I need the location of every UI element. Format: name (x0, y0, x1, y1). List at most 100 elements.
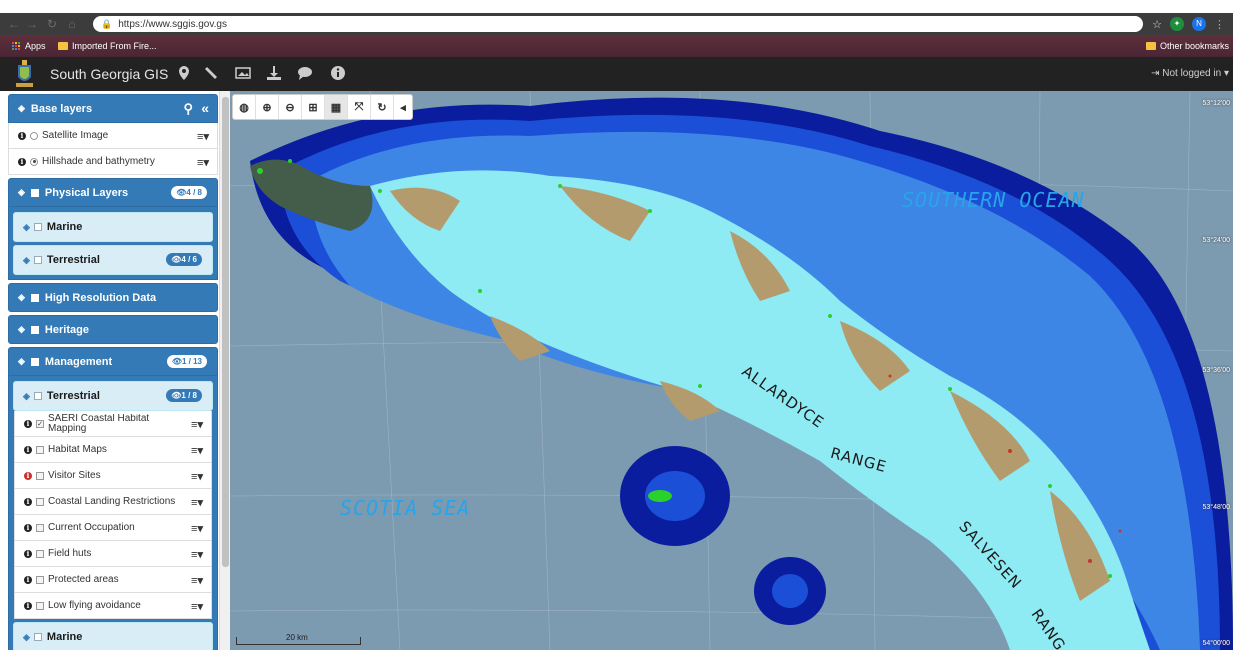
group-checkbox[interactable] (33, 392, 42, 400)
back-icon[interactable]: ← (8, 17, 20, 31)
layer-row[interactable]: i Habitat Maps ≡▾ (14, 437, 212, 463)
login-label: Not logged in (1162, 68, 1222, 79)
map-canvas[interactable] (230, 91, 1233, 650)
layer-checkbox[interactable] (36, 575, 44, 584)
layer-menu-icon[interactable]: ≡▾ (191, 601, 203, 613)
reload-icon[interactable]: ↻ (46, 17, 58, 31)
group-checkbox[interactable] (33, 633, 42, 641)
comment-icon[interactable] (297, 65, 313, 81)
app-navbar: South Georgia GIS ⇥ Not logged in ▾ (0, 57, 1233, 91)
layer-menu-icon[interactable]: ≡▾ (191, 549, 203, 561)
map-view[interactable]: ◍ ⊕ ⊖ ⊞ ▦ ⤧ ↻ ◂ SOUTHERN OCEAN SCOTIA SE… (230, 91, 1233, 650)
layer-checkbox[interactable] (36, 445, 44, 454)
physical-layers-header[interactable]: ◈ Physical Layers 👁4 / 8 (8, 178, 218, 207)
refresh-icon[interactable]: ↻ (371, 95, 394, 119)
bookmark-apps[interactable]: Apps (12, 38, 46, 54)
layer-radio[interactable] (30, 131, 38, 140)
layer-checkbox[interactable] (36, 523, 44, 532)
url-field[interactable]: 🔒https://www.sggis.gov.gs (93, 16, 1143, 32)
physical-marine-header[interactable]: ◈ Marine (13, 212, 213, 242)
globe-icon[interactable]: ◍ (233, 95, 256, 119)
graticule-toggle-icon[interactable]: ▦ (325, 95, 348, 119)
map-marker-icon[interactable] (176, 65, 192, 81)
coat-of-arms-logo[interactable] (15, 59, 34, 89)
star-icon[interactable]: ☆ (1152, 18, 1162, 31)
layer-row[interactable]: i ✓ SAERI Coastal Habitat Mapping ≡▾ (14, 411, 212, 437)
base-layer-row[interactable]: i Satellite Image ≡▾ (8, 123, 218, 149)
layer-checkbox[interactable] (36, 471, 44, 480)
zoom-out-icon[interactable]: ⊖ (279, 95, 302, 119)
zoom-box-icon[interactable]: ⊞ (302, 95, 325, 119)
info-icon[interactable]: i (24, 601, 32, 610)
layer-menu-icon[interactable]: ≡▾ (191, 575, 203, 587)
fullscreen-icon[interactable]: ⤧ (348, 95, 371, 119)
latitude-label: 53°24'00 (1202, 237, 1231, 244)
latitude-label: 53°12'00 (1202, 100, 1231, 107)
image-icon[interactable] (235, 65, 251, 81)
layer-menu-icon[interactable]: ≡▾ (191, 497, 203, 509)
download-icon[interactable] (266, 65, 282, 81)
layer-menu-icon[interactable]: ≡▾ (191, 445, 203, 457)
layer-row[interactable]: i Low flying avoidance ≡▾ (14, 593, 212, 619)
forward-icon[interactable]: → (26, 17, 38, 31)
login-menu[interactable]: ⇥ Not logged in ▾ (1151, 68, 1229, 79)
layer-checkbox[interactable] (36, 601, 44, 610)
measure-ruler-icon[interactable] (203, 65, 219, 81)
zoom-in-icon[interactable]: ⊕ (256, 95, 279, 119)
layer-menu-icon[interactable]: ≡▾ (191, 419, 203, 431)
info-icon[interactable] (330, 65, 346, 81)
group-checkbox[interactable] (30, 325, 39, 334)
home-icon[interactable]: ⌂ (68, 17, 76, 31)
layer-row[interactable]: i Protected areas ≡▾ (14, 567, 212, 593)
management-terrestrial-header[interactable]: ◈ Terrestrial 👁1 / 8 (13, 381, 213, 411)
info-icon[interactable]: i (24, 471, 32, 480)
info-icon[interactable]: i (24, 549, 32, 558)
lock-icon: 🔒 (101, 19, 113, 29)
info-icon[interactable]: i (24, 445, 32, 454)
layer-row[interactable]: i Visitor Sites ≡▾ (14, 463, 212, 489)
layer-menu-icon[interactable]: ≡▾ (191, 471, 203, 483)
group-checkbox[interactable] (33, 223, 42, 231)
heritage-header[interactable]: ◈ Heritage (8, 315, 218, 344)
sidebar-scrollbar[interactable] (219, 91, 230, 650)
caret-down-icon: ▾ (1221, 68, 1229, 79)
group-checkbox[interactable] (30, 188, 39, 197)
group-checkbox[interactable] (33, 256, 42, 264)
app-title[interactable]: South Georgia GIS (50, 66, 169, 82)
layer-menu-icon[interactable]: ≡▾ (197, 131, 209, 143)
layer-row[interactable]: i Coastal Landing Restrictions ≡▾ (14, 489, 212, 515)
bookmark-other[interactable]: Other bookmarks (1145, 38, 1229, 54)
base-layer-row[interactable]: i Hillshade and bathymetry ≡▾ (8, 149, 218, 175)
layer-row[interactable]: i Field huts ≡▾ (14, 541, 212, 567)
management-header[interactable]: ◈ Management 👁1 / 13 (8, 347, 218, 376)
bookmark-imported-label: Imported From Fire... (72, 41, 157, 51)
layer-row[interactable]: i Current Occupation ≡▾ (14, 515, 212, 541)
layer-checkbox[interactable] (36, 497, 44, 506)
layer-checkbox[interactable]: ✓ (36, 419, 44, 428)
management-marine-header[interactable]: ◈ Marine (13, 622, 213, 650)
info-icon[interactable]: i (24, 575, 32, 584)
physical-terrestrial-header[interactable]: ◈ Terrestrial 👁4 / 6 (13, 245, 213, 275)
collapse-icon[interactable]: « (201, 100, 209, 116)
info-icon[interactable]: i (24, 419, 32, 428)
base-layers-header[interactable]: ◈ Base layers ⚲ « (8, 94, 218, 123)
scrollbar-thumb[interactable] (222, 97, 229, 567)
search-icon[interactable]: ⚲ (183, 101, 193, 116)
info-icon[interactable]: i (18, 157, 26, 166)
info-icon[interactable]: i (24, 523, 32, 532)
info-icon[interactable]: i (18, 131, 26, 140)
address-bar: ← → ↻ ⌂ 🔒https://www.sggis.gov.gs ☆ ✦ N … (0, 13, 1233, 35)
layer-menu-icon[interactable]: ≡▾ (197, 157, 209, 169)
group-checkbox[interactable] (30, 293, 39, 302)
info-icon[interactable]: i (24, 497, 32, 506)
extension-icon[interactable]: ✦ (1170, 17, 1184, 31)
bookmark-imported[interactable]: Imported From Fire... (58, 38, 157, 54)
high-res-header[interactable]: ◈ High Resolution Data (8, 283, 218, 312)
profile-avatar[interactable]: N (1192, 17, 1206, 31)
layer-checkbox[interactable] (36, 549, 44, 558)
layer-menu-icon[interactable]: ≡▾ (191, 523, 203, 535)
collapse-toolbar-icon[interactable]: ◂ (400, 101, 406, 114)
menu-dots-icon[interactable]: ⋮ (1214, 18, 1225, 31)
group-checkbox[interactable] (30, 357, 39, 366)
layer-radio[interactable] (30, 157, 38, 166)
